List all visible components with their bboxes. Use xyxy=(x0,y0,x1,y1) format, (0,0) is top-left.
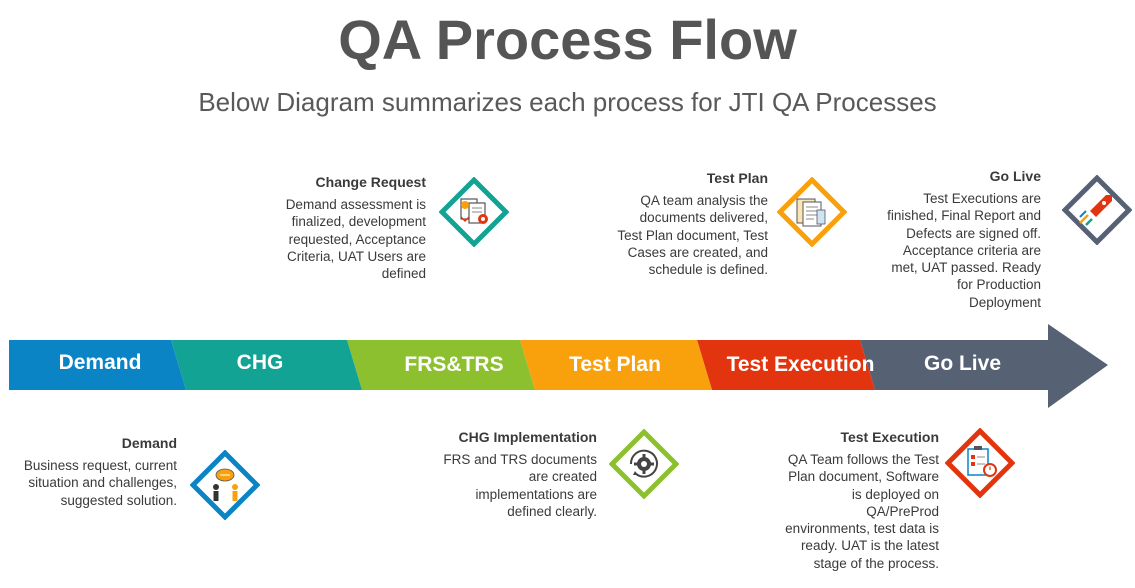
description-line: Deployment xyxy=(968,294,1041,310)
description-line: Test Executions are xyxy=(923,191,1041,206)
rocket-launch-icon xyxy=(1062,175,1132,245)
description-line: is deployed on xyxy=(851,486,939,502)
chg-implementation-block: CHG Implementation FRS and TRS documents… xyxy=(420,428,597,520)
gear-cycle-icon xyxy=(609,429,679,499)
description-line: QA team analysis the xyxy=(640,193,768,208)
description-line: requested, Acceptance xyxy=(288,231,426,247)
arrow-label-frs-trs: FRS&TRS xyxy=(404,353,504,376)
description-line: Cases are created, and xyxy=(627,244,768,260)
checklist-timer-icon xyxy=(945,428,1015,498)
description-line: QA Team follows the Test xyxy=(787,452,939,467)
description-line: Defects are signed off. xyxy=(906,225,1041,241)
test-execution-block: Test Execution QA Team follows the Test … xyxy=(768,428,939,572)
documents-gear-icon xyxy=(439,177,509,247)
demand-description: Business request, current situation and … xyxy=(10,457,177,509)
document-stack-icon xyxy=(777,177,847,247)
demand-block: Demand Business request, current situati… xyxy=(10,434,177,509)
page-subtitle: Below Diagram summarizes each process fo… xyxy=(198,87,937,117)
description-line: Plan document, Software xyxy=(788,469,939,485)
test-plan-block: Test Plan QA team analysis the documents… xyxy=(598,169,768,278)
description-line: schedule is defined. xyxy=(648,262,768,278)
test-execution-description: QA Team follows the Test Plan document, … xyxy=(768,451,939,572)
arrow-segment-frs-trs xyxy=(347,340,535,390)
description-line: finalized, development xyxy=(291,214,426,230)
description-line: stage of the process. xyxy=(813,555,939,571)
chg-implementation-description: FRS and TRS documents are created implem… xyxy=(420,451,597,520)
people-idea-icon xyxy=(190,450,260,520)
change-request-block: Change Request Demand assessment is fina… xyxy=(258,173,426,282)
go-live-block: Go Live Test Executions are finished, Fi… xyxy=(868,167,1041,311)
arrow-label-go-live: Go Live xyxy=(923,352,1002,375)
arrow-segment-test-plan xyxy=(520,340,712,390)
description-line: suggested solution. xyxy=(60,492,177,508)
arrow-label-test-execution: Test Execution xyxy=(726,353,875,376)
description-line: environments, test data is xyxy=(785,521,939,537)
page-title: QA Process Flow xyxy=(338,8,797,71)
description-line: met, UAT passed. Ready xyxy=(891,260,1041,276)
demand-heading: Demand xyxy=(121,435,177,451)
test-execution-heading: Test Execution xyxy=(840,429,939,445)
arrow-segment-chg xyxy=(171,340,362,390)
description-line: implementations are xyxy=(475,486,597,502)
description-line: Acceptance criteria are xyxy=(902,242,1041,258)
arrow-label-demand: Demand xyxy=(58,351,142,374)
go-live-description: Test Executions are finished, Final Repo… xyxy=(868,190,1041,311)
chg-implementation-heading: CHG Implementation xyxy=(458,429,597,445)
arrow-segment-demand xyxy=(9,340,186,390)
arrow-label-test-plan: Test Plan xyxy=(569,353,661,376)
description-line: Criteria, UAT Users are xyxy=(286,248,426,264)
description-line: Demand assessment is xyxy=(285,197,426,212)
description-line: Business request, current xyxy=(23,458,177,473)
go-live-heading: Go Live xyxy=(989,168,1041,184)
arrow-label-chg: CHG xyxy=(236,351,284,374)
arrow-segment-go-live xyxy=(860,324,1108,408)
test-plan-description: QA team analysis the documents delivered… xyxy=(598,192,768,278)
description-line: defined clearly. xyxy=(507,503,597,519)
description-line: documents delivered, xyxy=(639,210,768,226)
description-line: defined xyxy=(381,266,426,282)
change-request-description: Demand assessment is finalized, developm… xyxy=(258,196,426,282)
description-line: ready. UAT is the latest xyxy=(800,538,939,554)
description-line: QA/PreProd xyxy=(866,503,939,519)
description-line: for Production xyxy=(956,277,1041,293)
change-request-heading: Change Request xyxy=(315,174,426,190)
description-line: FRS and TRS documents xyxy=(443,452,597,467)
description-line: are created xyxy=(528,469,597,485)
test-plan-heading: Test Plan xyxy=(706,170,768,186)
arrow-segment-test-execution xyxy=(697,340,875,390)
description-line: Test Plan document, Test xyxy=(617,227,768,243)
description-line: finished, Final Report and xyxy=(887,208,1041,224)
description-line: situation and challenges, xyxy=(28,475,177,491)
